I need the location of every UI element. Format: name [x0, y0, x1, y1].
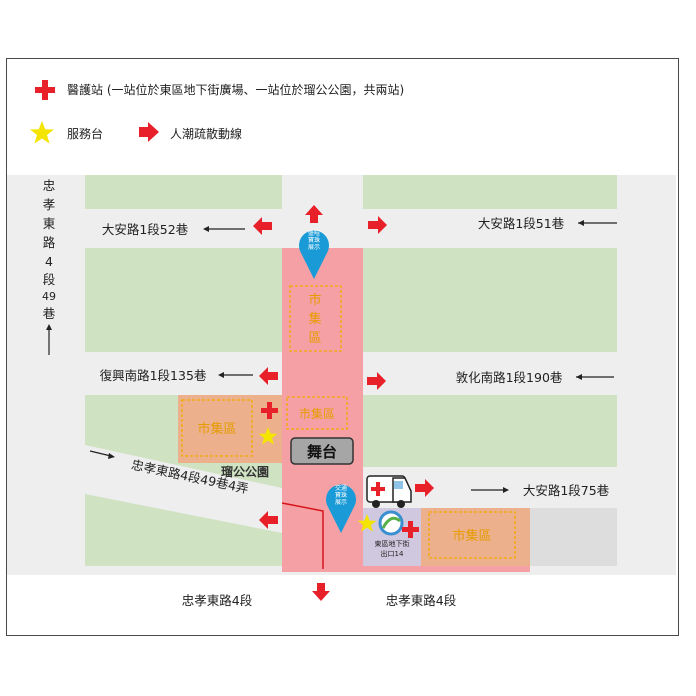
- road-label-alley-char: 49: [42, 290, 56, 303]
- evacuation-arrow-up: [305, 205, 323, 223]
- evacuation-arrow-left: [259, 511, 278, 529]
- green-block: [363, 175, 617, 209]
- medical-cross-icon: [35, 80, 55, 100]
- evacuation-arrow-right: [367, 372, 386, 390]
- market-outline: [428, 511, 516, 559]
- road-label-daan-52: 大安路1段52巷: [102, 222, 189, 237]
- direction-arrow: [203, 226, 245, 232]
- stage-label: 舞台: [307, 443, 337, 461]
- stage-box: [290, 437, 354, 465]
- green-block: [363, 395, 617, 467]
- green-block: [85, 175, 282, 209]
- exit-label: 東區地下街: [375, 539, 410, 548]
- svg-text:寶珠: 寶珠: [308, 236, 320, 244]
- road-label-alley-char: 巷: [43, 306, 56, 321]
- evacuation-arrow-left: [253, 217, 272, 235]
- market-outline: [181, 399, 253, 457]
- market-outline: [289, 285, 342, 352]
- road-label-alley-char: 4: [45, 254, 53, 269]
- road-label-daan-51: 大安路1段51巷: [478, 216, 565, 231]
- direction-arrow: [89, 450, 115, 459]
- map-frame: 醫護站 (一站位於東區地下街廣場、一站位於瑠公公園，共兩站) 服務台 人潮疏散動…: [6, 58, 679, 636]
- market-label: 市集區: [299, 406, 335, 421]
- map-pin-icon: 盛暄 寶珠 展示: [299, 229, 329, 279]
- star-icon: [258, 427, 278, 445]
- svg-text:展示: 展示: [308, 244, 320, 251]
- market-outline: [286, 396, 348, 430]
- evacuation-arrow-right: [415, 479, 434, 497]
- direction-arrow: [46, 324, 52, 355]
- road-label-alley-char: 孝: [43, 197, 56, 212]
- market-street-base: [282, 566, 530, 572]
- svg-text:盛暄: 盛暄: [308, 229, 320, 237]
- road-label-alley-char: 路: [43, 235, 56, 250]
- road-label-fuxing-135: 復興南路1段135巷: [100, 368, 207, 383]
- ambulance-icon: [366, 475, 412, 508]
- market-label: 市集區: [197, 421, 236, 437]
- map-pin-icon: 交通 寶珠 展示: [326, 484, 356, 533]
- direction-arrow: [218, 372, 253, 378]
- direction-arrow: [576, 374, 614, 380]
- star-icon: [30, 121, 54, 144]
- road-label-alley-char: 東: [43, 216, 56, 231]
- street-map: 市 集 區 市集區 市集區 市集區 舞台 瑠公公園 盛暄 寶珠 展示 交通 寶珠…: [7, 175, 676, 608]
- evacuation-arrow-left: [259, 367, 278, 385]
- direction-arrow: [578, 220, 617, 226]
- mrt-logo-icon: [378, 510, 404, 536]
- market-label-v3: 區: [308, 331, 321, 346]
- green-block: [363, 248, 617, 352]
- road-label-daan-75: 大安路1段75巷: [523, 483, 610, 498]
- market-label-v1: 市: [308, 292, 321, 308]
- road-label-zhongxiao-left: 忠孝東路4段: [182, 593, 252, 608]
- exit-label: 出口14: [381, 549, 404, 558]
- green-block: [85, 248, 282, 352]
- market-block-park: [178, 395, 282, 463]
- svg-text:交通: 交通: [335, 484, 347, 492]
- evacuation-arrow-down: [312, 583, 330, 601]
- svg-text:寶珠: 寶珠: [335, 491, 347, 499]
- star-icon: [357, 514, 377, 532]
- boundary-line: [281, 502, 324, 569]
- medical-cross-icon: [402, 521, 419, 538]
- legend-service-label: 服務台: [67, 127, 104, 141]
- legend-medical-label: 醫護站 (一站位於東區地下街廣場、一站位於瑠公公園，共兩站): [67, 83, 405, 97]
- red-arrow-icon: [139, 122, 159, 142]
- direction-arrow: [471, 487, 509, 493]
- road-label-zhongxiao-right: 忠孝東路4段: [386, 593, 456, 608]
- park-label: 瑠公公園: [221, 464, 269, 479]
- svg-text:展示: 展示: [335, 499, 347, 506]
- road-label-alley-char: 段: [43, 272, 56, 287]
- road-label-alley-char: 忠: [43, 178, 56, 193]
- market-block-exit: [421, 508, 530, 566]
- evacuation-arrow-right: [368, 216, 387, 234]
- market-label: 市集區: [452, 528, 491, 544]
- legend-evacuation-label: 人潮疏散動線: [170, 127, 243, 141]
- medical-cross-icon: [261, 402, 278, 419]
- market-label-v2: 集: [308, 311, 321, 327]
- road-label-dunhua-190: 敦化南路1段190巷: [456, 370, 563, 385]
- diagonal-lane: [85, 445, 282, 533]
